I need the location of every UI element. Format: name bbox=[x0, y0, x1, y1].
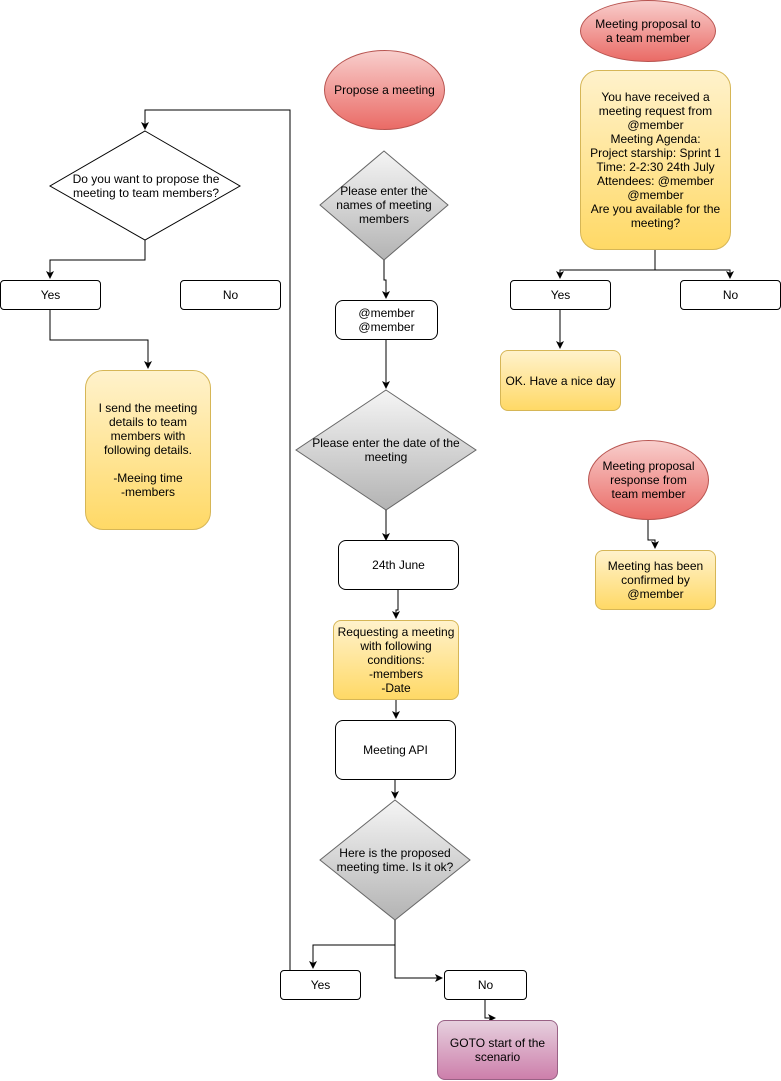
yes-bottom-box: Yes bbox=[280, 970, 361, 1000]
edge-received-to-yes bbox=[556, 250, 656, 279]
yes-left-box: Yes bbox=[0, 280, 101, 310]
request-note: Requesting a meeting with following cond… bbox=[333, 620, 459, 700]
decision-propose-label: Do you want to propose the meeting to te… bbox=[72, 172, 220, 200]
proposal-ellipse: Meeting proposal to a team member bbox=[580, 0, 716, 62]
edge-yes-to-send bbox=[49, 310, 152, 369]
no-bottom-box: No bbox=[444, 970, 527, 1000]
members-box: @member @member bbox=[335, 300, 438, 340]
nice-day-note: OK. Have a nice day bbox=[500, 350, 621, 411]
edge-time-to-no bbox=[394, 920, 443, 982]
edge-received-to-no bbox=[655, 269, 734, 279]
edge-response-to-confirmed bbox=[647, 520, 659, 549]
meeting-api-box: Meeting API bbox=[335, 720, 456, 780]
edge-names-to-members bbox=[382, 260, 390, 299]
decision-names-label: Please enter the names of meeting member… bbox=[336, 184, 432, 226]
decision-date-label: Please enter the date of the meeting bbox=[312, 436, 460, 464]
edge-yes-to-propose bbox=[141, 109, 291, 970]
confirmed-note: Meeting has been confirmed by @member bbox=[595, 550, 716, 610]
received-request-note: You have received a meeting request from… bbox=[580, 70, 731, 250]
send-details-note: I send the meeting details to team membe… bbox=[85, 370, 211, 530]
date-box: 24th June bbox=[338, 540, 459, 590]
no-left-box: No bbox=[180, 280, 281, 310]
goto-start-box: GOTO start of the scenario bbox=[437, 1020, 558, 1080]
decision-time-label: Here is the proposed meeting time. Is it… bbox=[336, 846, 454, 874]
response-ellipse: Meeting proposal response from team memb… bbox=[588, 440, 709, 520]
no-right-box: No bbox=[680, 280, 781, 310]
yes-right-box: Yes bbox=[510, 280, 611, 310]
edge-time-to-yes bbox=[309, 920, 396, 969]
edge-propose-to-yes bbox=[46, 240, 146, 279]
start-ellipse: Propose a meeting bbox=[324, 50, 445, 130]
edge-datebox-to-request bbox=[392, 590, 400, 619]
edge-no-to-goto bbox=[484, 1000, 496, 1022]
